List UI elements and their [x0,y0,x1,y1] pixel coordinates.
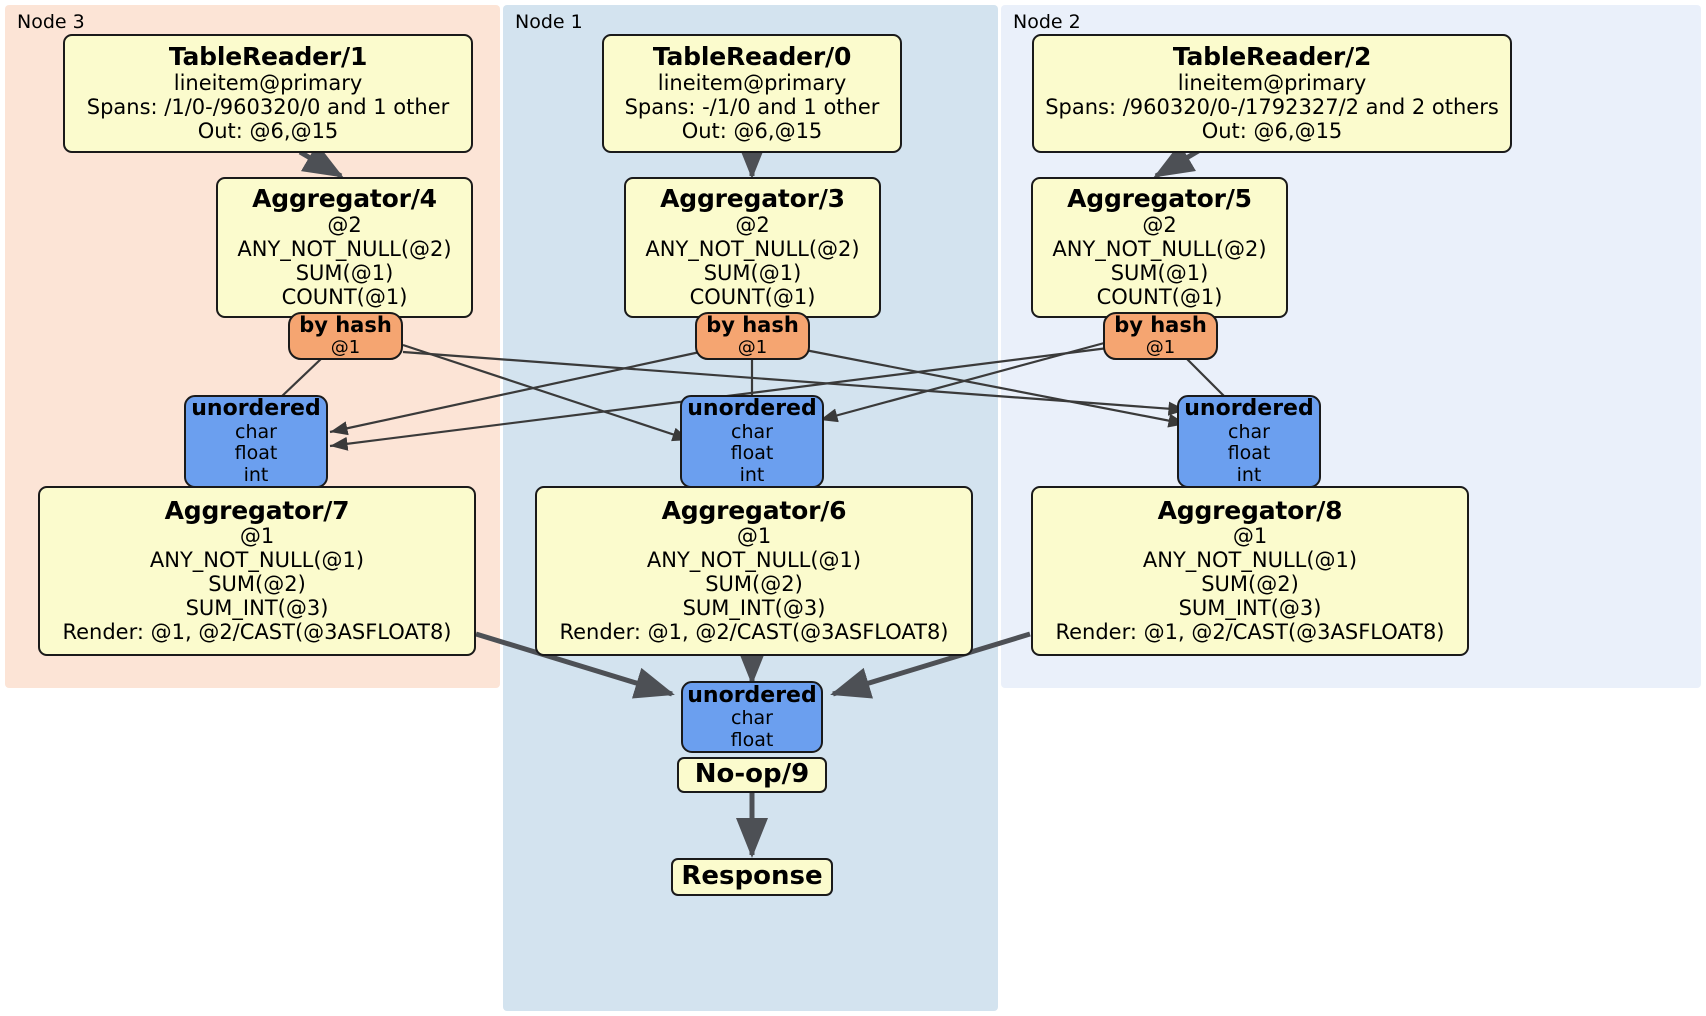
processor-detail-groupcols: @2 [1142,212,1177,237]
processor-detail-agg-3: COUNT(@1) [281,284,408,309]
processor-detail-groupcols: @1 [736,524,772,549]
processor-detail-agg-2: SUM(@1) [1110,260,1209,285]
processor-detail-spans: Spans: -/1/0 and 1 other [624,94,880,119]
processor-detail-groupcols: @2 [735,212,770,237]
router-title: by hash [1114,312,1207,337]
synchronizer-type-3: int [1236,463,1262,486]
synchronizer-type-3: int [243,463,269,486]
processor-tablereader-1[interactable]: TableReader/1 lineitem@primary Spans: /1… [63,34,473,153]
processor-detail-spans: Spans: /960320/0-/1792327/2 and 2 others [1045,94,1499,119]
router-by-hash-right[interactable]: by hash @1 [1103,312,1218,360]
processor-detail-table: lineitem@primary [173,70,363,95]
processor-detail-agg-1: ANY_NOT_NULL(@2) [237,236,452,261]
router-title: by hash [706,312,799,337]
processor-detail-groupcols: @1 [1232,524,1268,549]
processor-aggregator-3[interactable]: Aggregator/3 @2 ANY_NOT_NULL(@2) SUM(@1)… [624,177,881,318]
processor-detail-groupcols: @2 [327,212,362,237]
processor-detail-agg-2: SUM(@1) [295,260,394,285]
synchronizer-title: unordered [687,682,817,708]
processor-title: TableReader/2 [1172,42,1372,72]
synchronizer-type-2: float [234,442,278,465]
processor-detail-agg-3: COUNT(@1) [689,284,816,309]
processor-detail-agg-1: ANY_NOT_NULL(@1) [149,548,365,573]
processor-detail-agg-1: ANY_NOT_NULL(@2) [645,236,860,261]
processor-detail-agg-1: ANY_NOT_NULL(@2) [1052,236,1267,261]
router-title: by hash [299,312,392,337]
router-detail-col: @1 [330,336,361,358]
router-detail-col: @1 [737,336,768,358]
processor-title: Aggregator/6 [661,495,847,525]
router-by-hash-center[interactable]: by hash @1 [695,312,810,360]
processor-tablereader-2[interactable]: TableReader/2 lineitem@primary Spans: /9… [1032,34,1512,153]
processor-detail-agg-1: ANY_NOT_NULL(@1) [1142,548,1358,573]
processor-detail-agg-2: SUM(@2) [1201,572,1299,597]
processor-detail-render: Render: @1, @2/CAST(@3ASFLOAT8) [62,620,452,645]
processor-detail-table: lineitem@primary [1177,70,1367,95]
processor-aggregator-7[interactable]: Aggregator/7 @1 ANY_NOT_NULL(@1) SUM(@2)… [38,486,476,656]
processor-response[interactable]: Response [671,858,833,896]
synchronizer-type-2: float [730,442,774,465]
synchronizer-type-1: char [1228,420,1270,443]
processor-aggregator-5[interactable]: Aggregator/5 @2 ANY_NOT_NULL(@2) SUM(@1)… [1031,177,1288,318]
processor-detail-spans: Spans: /1/0-/960320/0 and 1 other [86,94,450,119]
processor-detail-out: Out: @6,@15 [197,118,339,143]
router-detail-col: @1 [1145,336,1176,358]
processor-detail-render: Render: @1, @2/CAST(@3ASFLOAT8) [1055,620,1445,645]
processor-no-op-9[interactable]: No-op/9 [677,757,827,793]
processor-tablereader-0[interactable]: TableReader/0 lineitem@primary Spans: -/… [602,34,902,153]
processor-aggregator-4[interactable]: Aggregator/4 @2 ANY_NOT_NULL(@2) SUM(@1)… [216,177,473,318]
router-by-hash-left[interactable]: by hash @1 [288,312,403,360]
processor-detail-agg-3: SUM_INT(@3) [185,596,329,621]
processor-title: Response [681,861,823,892]
processor-detail-agg-3: COUNT(@1) [1096,284,1223,309]
processor-aggregator-8[interactable]: Aggregator/8 @1 ANY_NOT_NULL(@1) SUM(@2)… [1031,486,1469,656]
processor-detail-agg-3: SUM_INT(@3) [1178,596,1322,621]
processor-title: Aggregator/3 [660,184,845,214]
processor-title: TableReader/1 [168,42,368,72]
processor-title: No-op/9 [694,759,810,790]
processor-detail-agg-1: ANY_NOT_NULL(@1) [646,548,862,573]
processor-detail-agg-2: SUM(@2) [705,572,803,597]
processor-detail-out: Out: @6,@15 [1201,118,1343,143]
processor-detail-render: Render: @1, @2/CAST(@3ASFLOAT8) [559,620,949,645]
synchronizer-type-1: char [731,706,773,729]
processor-title: Aggregator/5 [1067,184,1252,214]
synchronizer-unordered-center[interactable]: unordered char float int [680,395,824,488]
synchronizer-unordered-final[interactable]: unordered char float [681,681,823,753]
synchronizer-title: unordered [687,396,817,422]
processor-detail-groupcols: @1 [239,524,275,549]
synchronizer-title: unordered [1184,396,1314,422]
processor-detail-out: Out: @6,@15 [681,118,823,143]
synchronizer-unordered-right[interactable]: unordered char float int [1177,395,1321,488]
synchronizer-title: unordered [191,396,321,422]
synchronizer-type-1: char [235,420,277,443]
processor-detail-table: lineitem@primary [657,70,847,95]
processor-title: Aggregator/7 [164,495,350,525]
processor-detail-agg-2: SUM(@1) [703,260,802,285]
processor-aggregator-6[interactable]: Aggregator/6 @1 ANY_NOT_NULL(@1) SUM(@2)… [535,486,973,656]
synchronizer-type-1: char [731,420,773,443]
synchronizer-type-2: float [1227,442,1271,465]
processor-title: Aggregator/8 [1157,495,1343,525]
cluster-node-3-label: Node 3 [17,11,85,33]
processor-detail-agg-2: SUM(@2) [208,572,306,597]
synchronizer-type-2: float [730,728,774,751]
processor-detail-agg-3: SUM_INT(@3) [682,596,826,621]
cluster-node-2-label: Node 2 [1013,11,1081,33]
synchronizer-type-3: int [739,463,765,486]
cluster-node-1-label: Node 1 [515,11,583,33]
processor-title: TableReader/0 [652,42,852,72]
processor-title: Aggregator/4 [252,184,437,214]
synchronizer-unordered-left[interactable]: unordered char float int [184,395,328,488]
